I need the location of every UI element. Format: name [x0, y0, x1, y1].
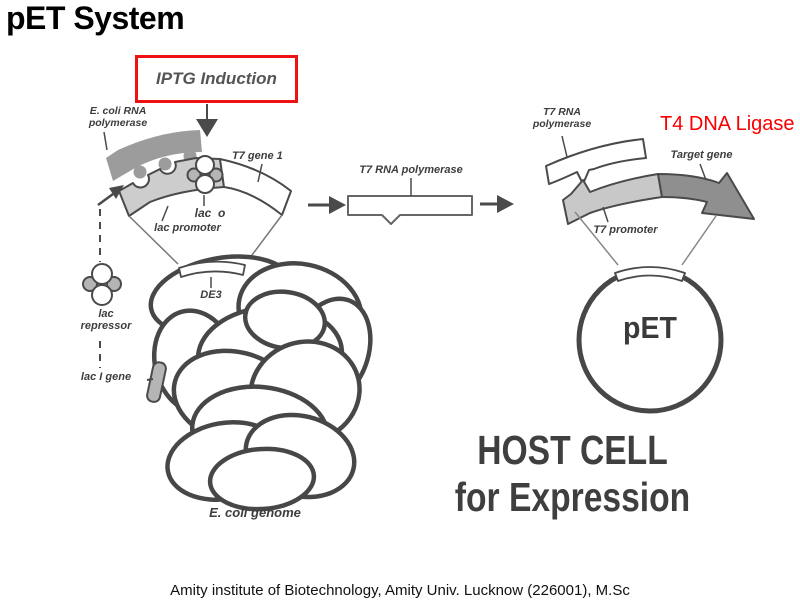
lac-i-gene-label: lac I gene: [80, 371, 132, 383]
t7-rna-polymerase-band-right: [545, 135, 647, 185]
right-fan-lines: [574, 211, 717, 266]
ecoli-genome-label: E. coli genome: [209, 505, 301, 520]
t4-dna-ligase-label: T4 DNA Ligase: [660, 113, 795, 135]
lac-o-label: lac o: [194, 206, 226, 220]
de3-label: DE3: [200, 289, 222, 301]
flow-arrow-right: [480, 195, 514, 213]
slide-title: pET System: [6, 0, 185, 36]
lac-promoter-label: lac promoter: [154, 222, 221, 234]
lac-repressor-icon: [82, 263, 122, 306]
ecoli-rna-polymerase-label: E. coli RNA polymerase: [88, 105, 148, 129]
t7-rna-polymerase-mid-label: T7 RNA polymerase: [359, 164, 463, 176]
de3-insert-band: [178, 260, 246, 288]
pet-insert-band: [614, 266, 686, 282]
iptg-induction-highlight-box: IPTG Induction: [135, 55, 298, 103]
target-gene-arrow-band: [657, 163, 755, 220]
pet-plasmid-circle: [576, 266, 724, 414]
t7-promoter-label: T7 promoter: [593, 224, 658, 236]
iptg-induction-label: IPTG Induction: [156, 69, 277, 88]
lac-repressor-bound-icon: [186, 155, 224, 206]
t7-rna-polymerase-right-label: T7 RNA polymerase: [532, 106, 592, 130]
flow-arrow-left: [308, 196, 346, 214]
pet-plasmid-label: pET: [623, 310, 677, 345]
lac-repressor-label: lac repressor: [80, 308, 132, 332]
ecoli-genome-coils: [148, 254, 373, 512]
t7-gene1-label: T7 gene 1: [232, 150, 283, 162]
host-cell-heading: HOST CELL for Expression: [454, 427, 691, 520]
slide-credit: Amity institute of Biotechnology, Amity …: [170, 582, 630, 599]
left-fan-lines: [128, 214, 283, 265]
ecoli-rna-polymerase-band: [103, 130, 202, 181]
lac-i-gene-marker: [146, 361, 167, 403]
target-gene-label: Target gene: [670, 149, 733, 161]
repressor-path: [97, 185, 124, 368]
t7-rna-polymerase-shape: [347, 178, 473, 225]
iptg-down-arrow: [196, 104, 218, 137]
